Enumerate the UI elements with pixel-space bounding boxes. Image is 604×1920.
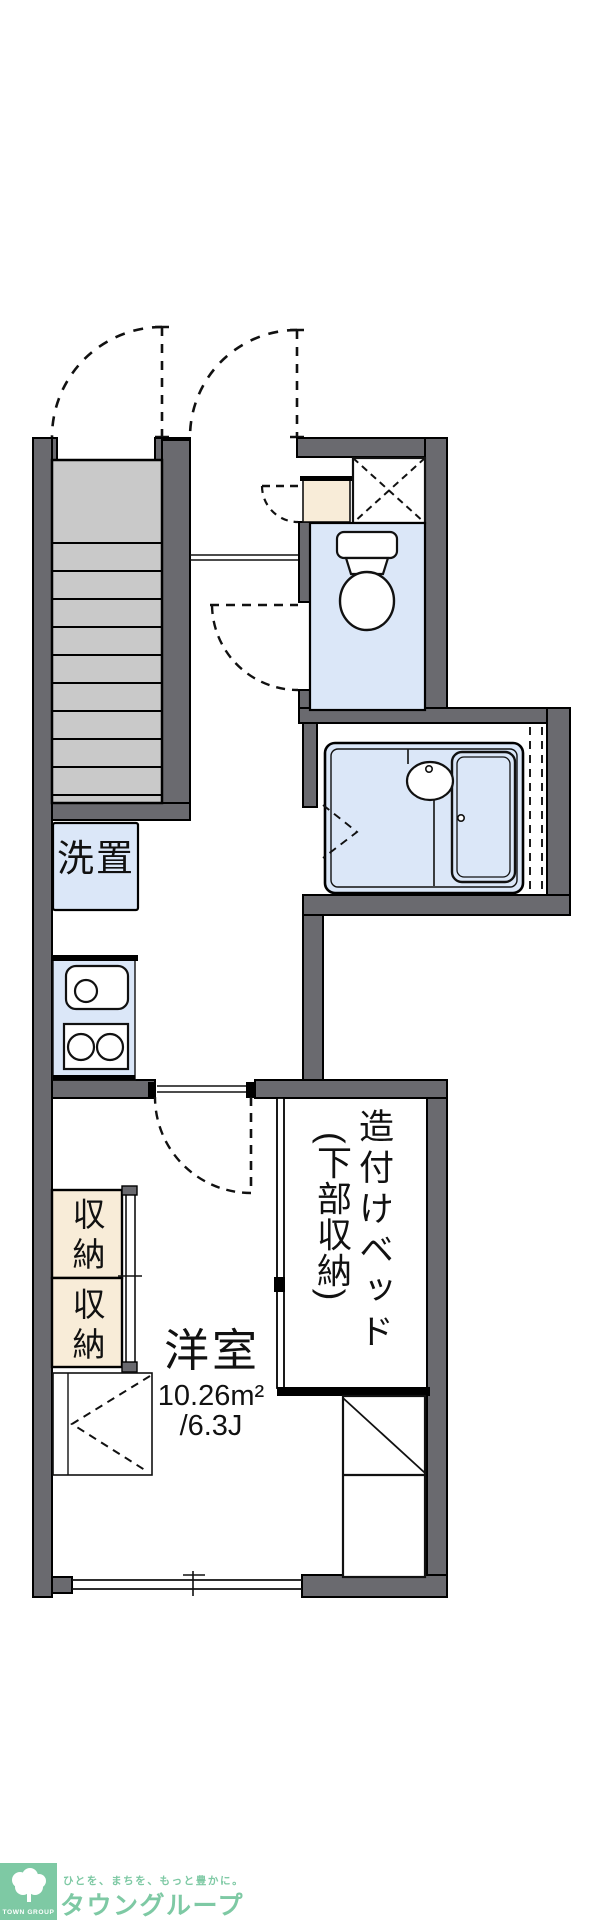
room-area-label: 10.26m² <box>157 1380 265 1412</box>
shoe-cabinet <box>260 476 353 524</box>
door-jambs <box>148 1082 255 1098</box>
town-group-logo: TOWN GROUP <box>0 1863 57 1920</box>
bed-closet <box>274 1097 430 1396</box>
kitchen <box>51 955 138 1081</box>
bathtub-icon <box>450 750 517 884</box>
room-tatami-label: /6.3J <box>179 1410 243 1442</box>
bed-closet-label: 造付けベッド <box>354 1108 393 1354</box>
tree-icon: TOWN GROUP <box>2 1868 54 1916</box>
sink-icon <box>64 964 130 1011</box>
stove-icon <box>62 1022 130 1071</box>
bed-closet-sublabel: (下部収納) <box>312 1132 351 1302</box>
footer-tagline: ひとを、まちを、もっと豊かに。 <box>63 1875 245 1887</box>
toilet-room <box>210 521 427 712</box>
bath-folding-door <box>322 727 543 890</box>
storage-closets <box>50 1185 142 1373</box>
window <box>72 1571 302 1596</box>
washbasin-icon <box>405 760 455 802</box>
shelf-unit <box>351 456 427 525</box>
washer-space <box>51 821 140 912</box>
walls <box>32 437 571 1598</box>
entry-step-line <box>190 554 298 561</box>
room-label: 洋室 <box>163 1325 260 1376</box>
storage-lower-label: 収納 <box>68 1287 105 1367</box>
storage-upper-label: 収納 <box>68 1197 105 1277</box>
side-cabinet <box>52 1372 153 1476</box>
bathroom <box>322 727 543 895</box>
bed-icon <box>341 1394 427 1579</box>
entry-door-left-swing <box>50 325 169 439</box>
entry-door-right-swing <box>188 328 304 439</box>
logo-text: TOWN GROUP <box>2 1909 54 1916</box>
room-door <box>153 1085 253 1195</box>
footer-brand: タウングループ <box>60 1892 245 1920</box>
staircase <box>50 458 164 805</box>
washer-space-label: 洗置 <box>57 838 135 879</box>
toilet-icon <box>335 530 399 632</box>
